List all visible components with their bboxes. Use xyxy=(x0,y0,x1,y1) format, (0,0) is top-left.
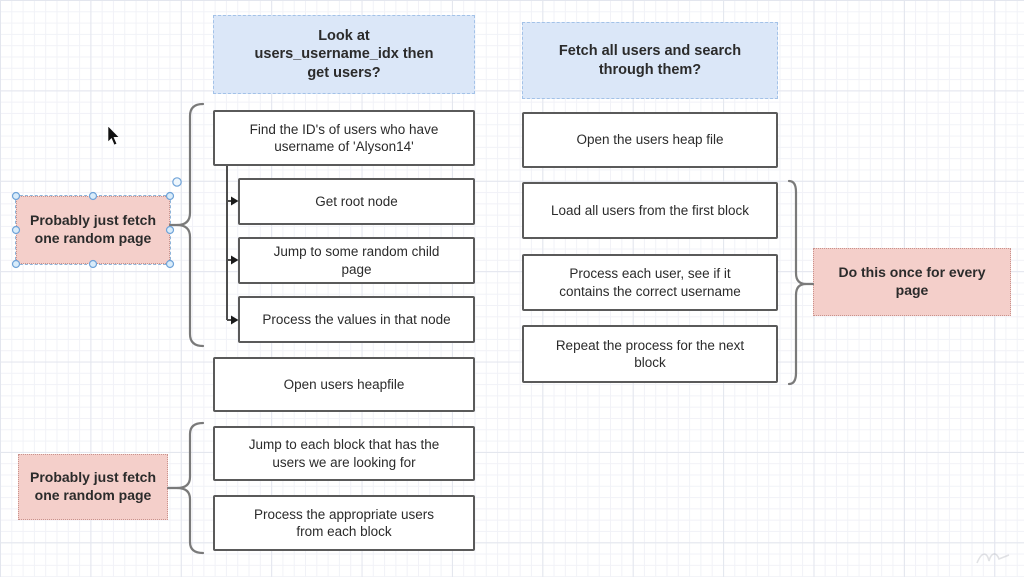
header-scan-path[interactable]: Fetch all users and search through them? xyxy=(522,22,778,99)
step-load-all-users[interactable]: Load all users from the first block xyxy=(522,182,778,239)
step-open-users-heap-file[interactable]: Open the users heap file xyxy=(522,112,778,168)
step-process-each-user[interactable]: Process each user, see if it contains th… xyxy=(522,254,778,311)
rotate-handle-icon[interactable] xyxy=(172,177,182,187)
step-find-ids[interactable]: Find the ID's of users who have username… xyxy=(213,110,475,166)
step-open-users-heapfile[interactable]: Open users heapfile xyxy=(213,357,475,412)
tree-connector xyxy=(226,166,231,321)
step-jump-each-block[interactable]: Jump to each block that has the users we… xyxy=(213,426,475,481)
step-repeat-process[interactable]: Repeat the process for the next block xyxy=(522,325,778,383)
step-process-appropriate-users[interactable]: Process the appropriate users from each … xyxy=(213,495,475,551)
watermark-scribble xyxy=(976,553,1010,564)
annotation-fetch-random-page-bottom[interactable]: Probably just fetch one random page xyxy=(18,454,168,520)
header-index-path[interactable]: Look at users_username_idx then get user… xyxy=(213,15,475,94)
brace-index-subtree xyxy=(176,102,205,348)
step-process-values[interactable]: Process the values in that node xyxy=(238,296,475,343)
brace-index-bottom xyxy=(176,421,205,555)
brace-scan-loop xyxy=(787,179,807,386)
annotation-once-per-page[interactable]: Do this once for every page xyxy=(813,248,1011,316)
mouse-cursor-icon xyxy=(107,125,120,146)
step-jump-random-child[interactable]: Jump to some random child page xyxy=(238,237,475,284)
step-get-root-node[interactable]: Get root node xyxy=(238,178,475,225)
annotation-fetch-random-page-top[interactable]: Probably just fetch one random page xyxy=(15,195,171,265)
